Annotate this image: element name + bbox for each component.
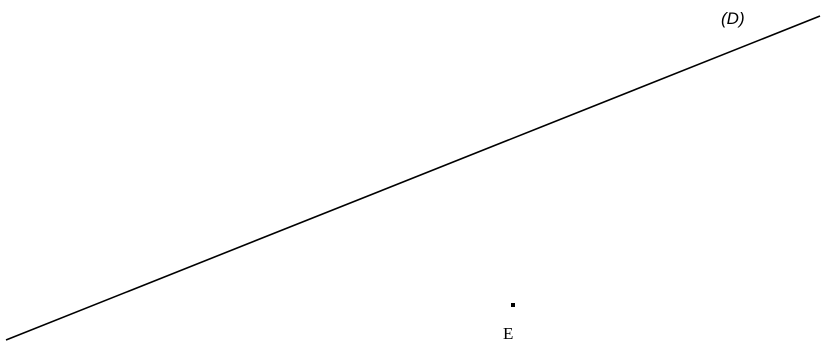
line-d xyxy=(5,15,821,341)
point-e xyxy=(511,303,515,307)
line-d-label: (D) xyxy=(721,9,745,28)
point-e-label: E xyxy=(503,324,513,343)
